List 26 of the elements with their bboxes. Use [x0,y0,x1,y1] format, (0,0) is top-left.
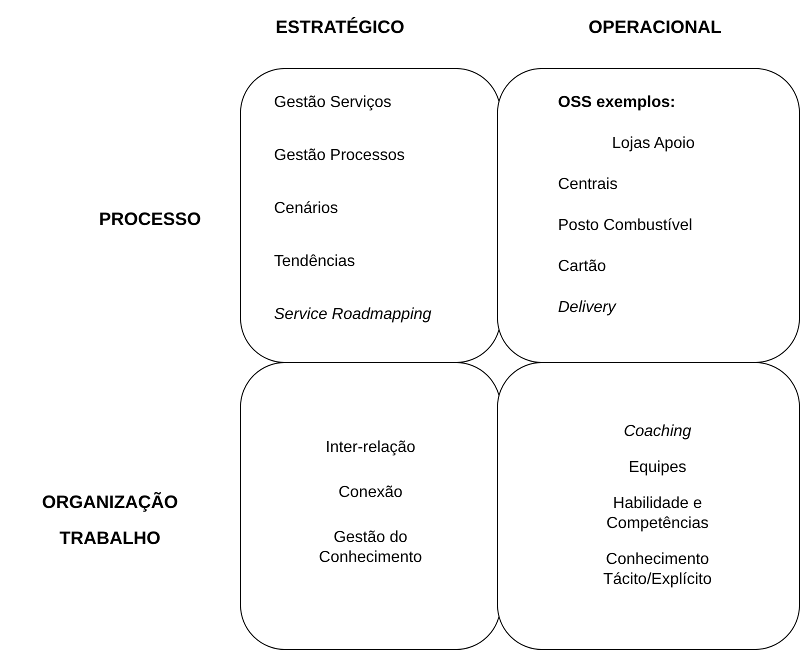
box-text: Gestão Processos [274,146,405,166]
box-text: Conexão [338,483,403,503]
box-text: Tendências [274,252,355,272]
box-text: Gestão Serviços [274,93,392,113]
rounded-box [497,362,800,650]
box-text: Centrais [558,175,618,195]
box-text: Inter-relação [326,438,416,458]
box-text: Lojas Apoio [612,134,695,154]
box-text: Gestão do Conhecimento [318,528,424,568]
box-text: Service Roadmapping [274,305,432,325]
header-label: ORGANIZAÇÃO TRABALHO [41,491,179,550]
box-text: Habilidade e Competências [605,494,710,534]
box-text: Cartão [558,257,606,277]
box-text: Cenários [274,199,338,219]
box-text: Coaching [624,422,692,442]
box-text: Equipes [628,458,686,478]
rounded-box [240,68,501,363]
rounded-box [240,362,501,650]
box-text: Posto Combustível [558,216,692,236]
header-label: OPERACIONAL [587,16,722,39]
box-text: Delivery [558,298,616,318]
box-text: Conhecimento Tácito/Explícito [602,550,713,590]
header-label: ESTRATÉGICO [274,16,406,39]
box-text: OSS exemplos: [558,93,676,113]
header-label: PROCESSO [98,208,202,231]
rounded-box [497,68,800,363]
